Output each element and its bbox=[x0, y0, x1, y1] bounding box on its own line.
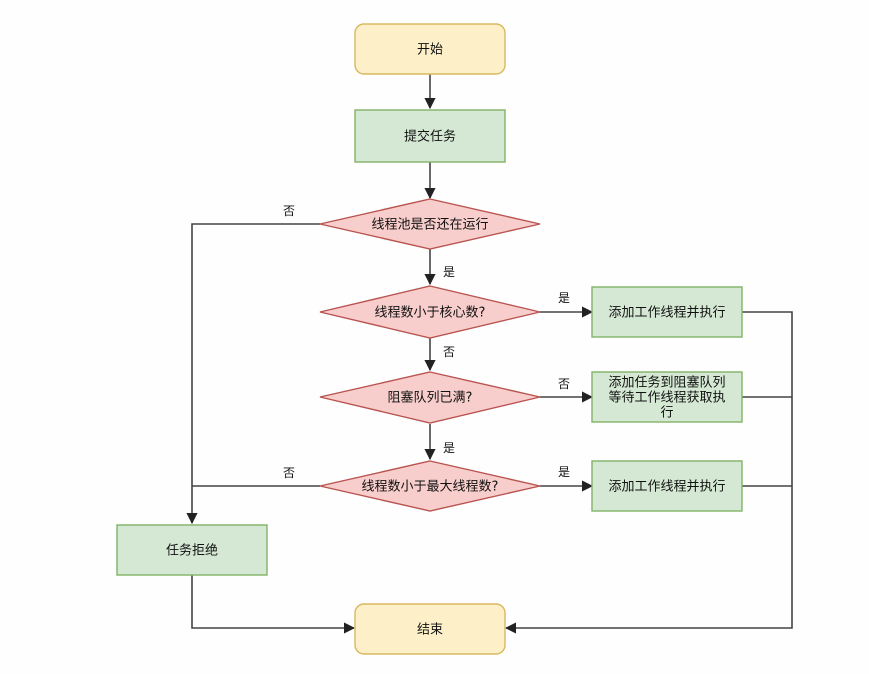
add-worker-1-shape bbox=[591, 286, 743, 338]
end-shape bbox=[354, 603, 506, 655]
core-check-shape bbox=[319, 285, 541, 339]
label-core-yes: 是 bbox=[558, 291, 570, 305]
enqueue-line-2: 等待工作线程获取执 bbox=[608, 390, 725, 406]
edges bbox=[186, 74, 793, 634]
add-worker-1-label: 添加工作线程并执行 bbox=[608, 306, 725, 321]
queue-full-shape bbox=[319, 371, 541, 424]
submit-task-shape bbox=[354, 109, 506, 163]
label-core-no: 否 bbox=[443, 345, 455, 359]
node-submit-task: 提交任务 bbox=[354, 109, 506, 163]
node-start: 开始 bbox=[354, 23, 506, 75]
enqueue-shape bbox=[591, 371, 743, 423]
node-add-worker-1: 添加工作线程并执行 bbox=[591, 286, 743, 338]
pool-running-shape bbox=[319, 198, 541, 250]
label-max-no: 否 bbox=[283, 466, 295, 480]
edge-running-no bbox=[186, 223, 320, 525]
enqueue-line-1: 添加任务到阻塞队列 bbox=[608, 375, 725, 391]
label-running-yes: 是 bbox=[443, 265, 455, 279]
node-queue-full: 阻塞队列已满? bbox=[319, 371, 541, 424]
start-shape bbox=[354, 23, 506, 75]
node-enqueue: 添加任务到阻塞队列 等待工作线程获取执 行 bbox=[591, 371, 743, 423]
node-task-reject: 任务拒绝 bbox=[116, 524, 268, 576]
submit-task-label: 提交任务 bbox=[404, 129, 456, 145]
label-queue-yes: 是 bbox=[443, 441, 455, 455]
edge-add-worker-1-to-end bbox=[504, 311, 793, 634]
max-check-label: 线程数小于最大线程数? bbox=[362, 480, 499, 495]
end-label: 结束 bbox=[417, 623, 443, 638]
label-running-no: 否 bbox=[283, 204, 295, 218]
task-reject-shape bbox=[116, 524, 268, 576]
node-add-worker-2: 添加工作线程并执行 bbox=[591, 460, 743, 512]
add-worker-2-shape bbox=[591, 460, 743, 512]
core-check-label: 线程数小于核心数? bbox=[375, 306, 486, 321]
max-check-shape bbox=[319, 460, 541, 512]
node-max-check: 线程数小于最大线程数? bbox=[319, 460, 541, 512]
task-reject-label: 任务拒绝 bbox=[166, 543, 218, 559]
pool-running-label: 线程池是否还在运行 bbox=[371, 218, 488, 233]
node-core-check: 线程数小于核心数? bbox=[319, 285, 541, 339]
start-label: 开始 bbox=[417, 43, 443, 58]
node-pool-running: 线程池是否还在运行 bbox=[319, 198, 541, 250]
node-end: 结束 bbox=[354, 603, 506, 655]
label-max-yes: 是 bbox=[558, 465, 570, 479]
add-worker-2-label: 添加工作线程并执行 bbox=[608, 480, 725, 495]
edge-reject-to-end bbox=[191, 575, 356, 634]
queue-full-label: 阻塞队列已满? bbox=[388, 390, 473, 406]
label-queue-no: 否 bbox=[558, 377, 570, 391]
enqueue-line-3: 行 bbox=[660, 406, 673, 421]
edge-labels: 否 是 是 否 否 是 否 是 bbox=[283, 204, 570, 480]
